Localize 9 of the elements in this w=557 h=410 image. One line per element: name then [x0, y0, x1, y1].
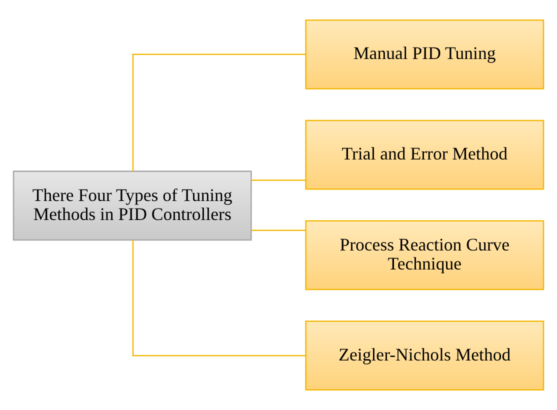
node-box: Zeigler-Nichols Method [305, 320, 544, 391]
node-box: Trial and Error Method [305, 120, 544, 190]
connector [132, 240, 306, 356]
node-box: There Four Types of Tuning Methods in PID Controllers [12, 170, 252, 241]
connector [251, 230, 306, 232]
connector [251, 180, 306, 181]
node-box: Manual PID Tuning [305, 19, 544, 90]
connector [132, 54, 306, 172]
node-box: Process Reaction Curve Technique [305, 220, 544, 290]
